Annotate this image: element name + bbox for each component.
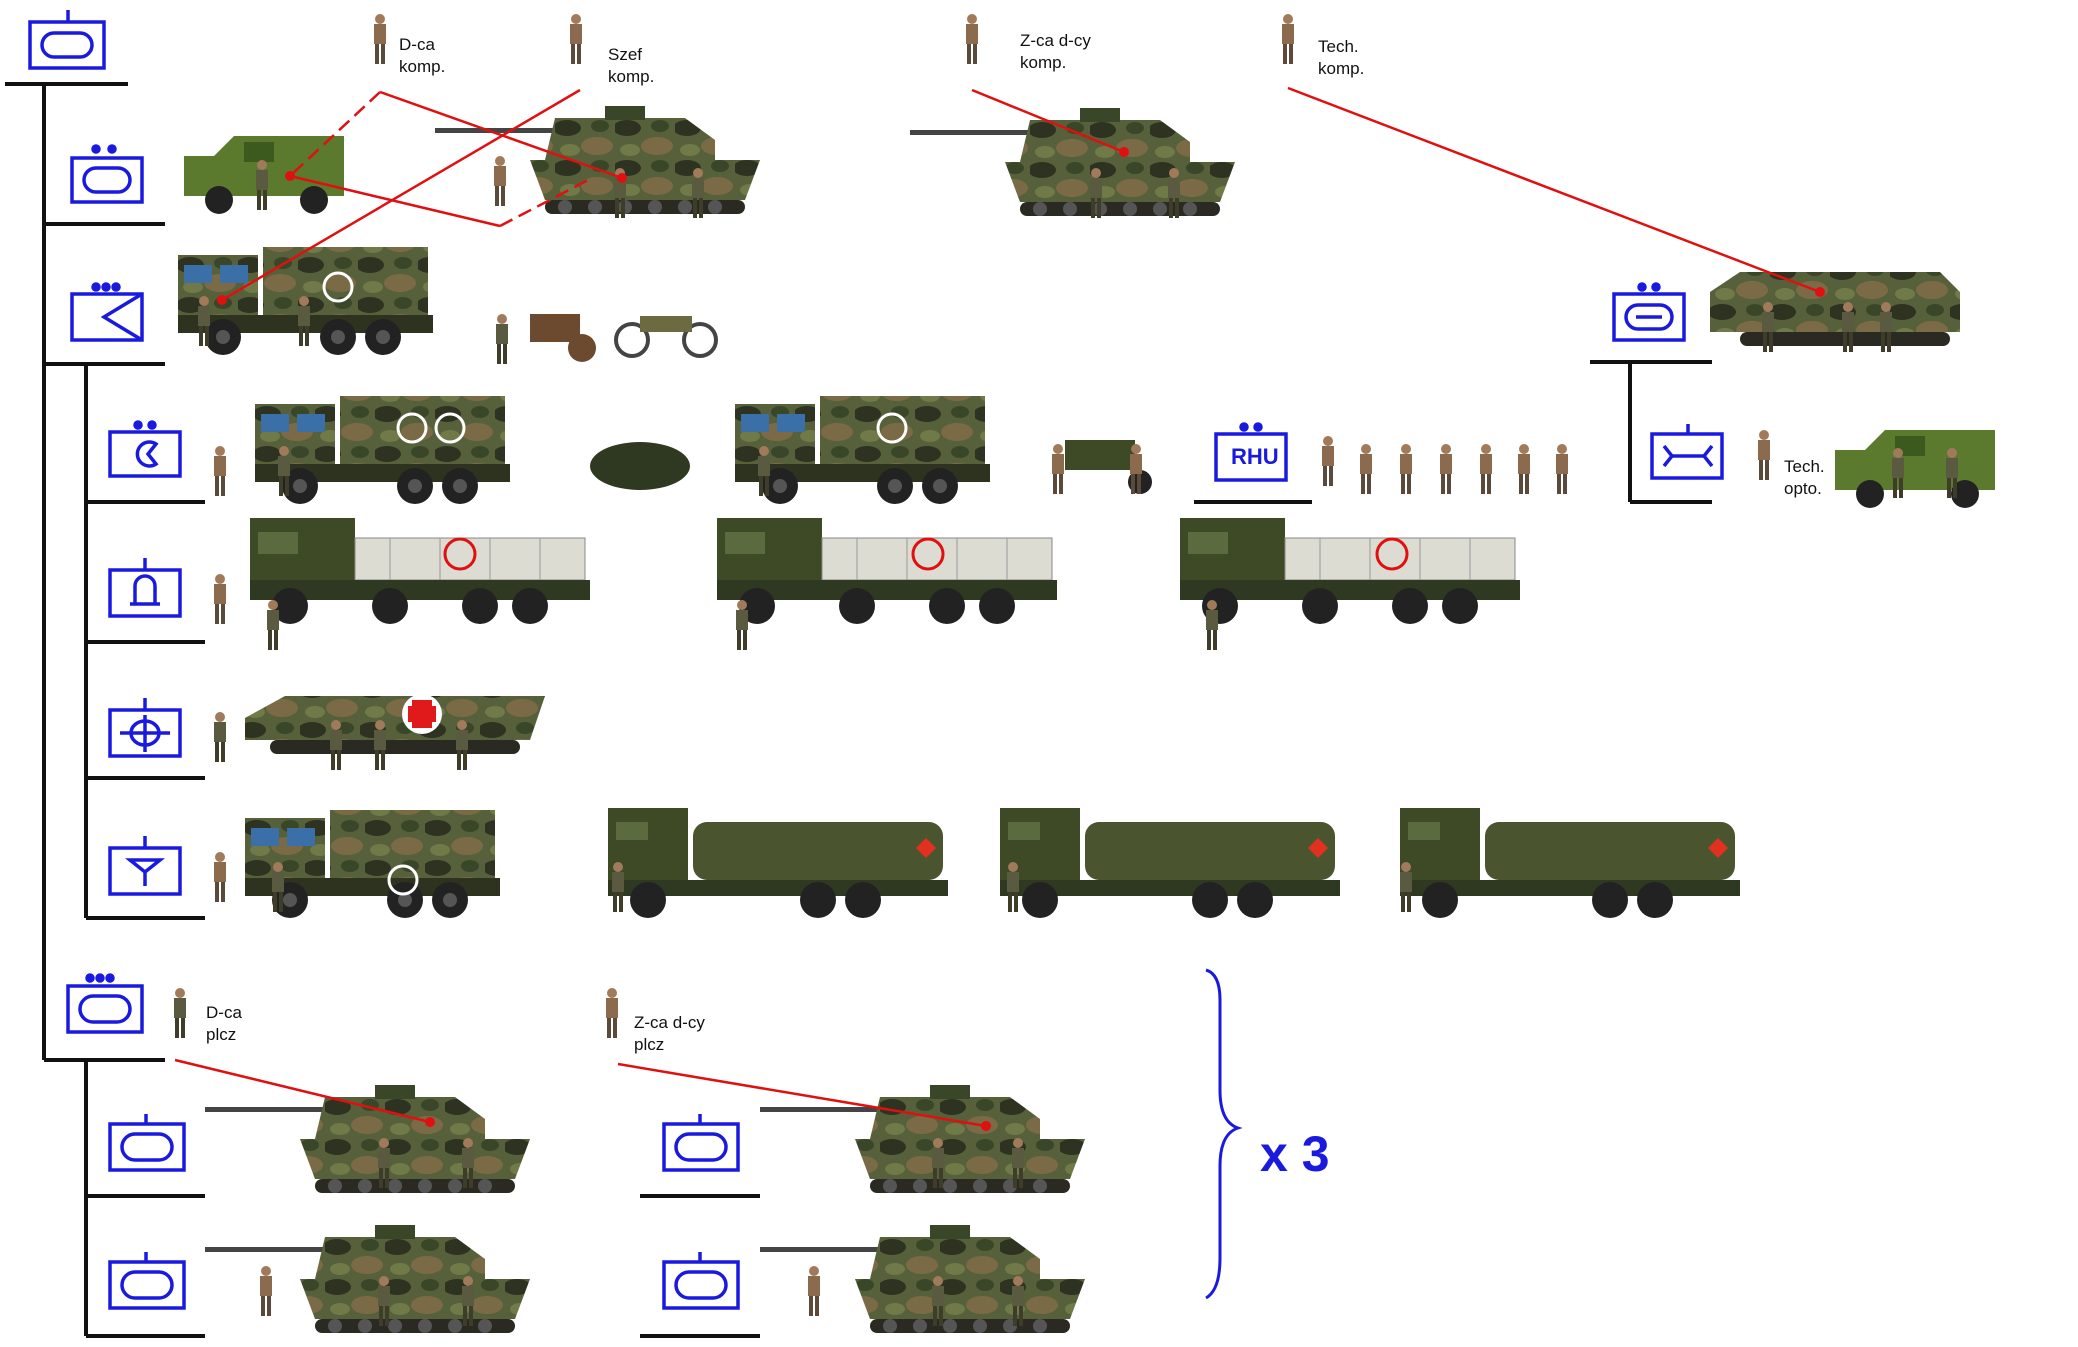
- rhu-group-symbol: [1214, 422, 1288, 482]
- tank-symbol: [662, 1114, 740, 1172]
- command-section-symbol: [70, 144, 144, 204]
- optics-technician-symbol: [1650, 424, 1724, 480]
- multiplier-label: x 3: [1260, 1126, 1330, 1182]
- company-hq-symbol: [28, 10, 106, 70]
- fuel-group-symbol: [108, 836, 182, 896]
- tank-symbol: [108, 1114, 186, 1172]
- label-optics-technician: Tech. opto.: [1784, 457, 1825, 498]
- medical-group-symbol: [108, 698, 182, 758]
- label-company-commander: D-ca komp.: [399, 35, 446, 76]
- support-platoon-symbol: [70, 282, 144, 342]
- maintenance-group-symbol: [108, 420, 182, 478]
- supply-group-symbol: [108, 558, 182, 618]
- label-deputy-commander: Z-ca d-cy komp.: [1020, 31, 1091, 72]
- recovery-group-symbol: [1612, 282, 1686, 342]
- multiplier-brace: [1205, 968, 1243, 1300]
- label-company-sergeant: Szef komp.: [608, 45, 655, 86]
- label-company-technician: Tech. komp.: [1318, 37, 1365, 78]
- tank-symbol: [108, 1252, 186, 1310]
- label-platoon-leader: D-ca plcz: [206, 1003, 242, 1044]
- tank-platoon-symbol: [66, 973, 144, 1034]
- tank-symbol: [662, 1252, 740, 1310]
- rhu-label: RHU: [1231, 444, 1279, 469]
- label-platoon-deputy: Z-ca d-cy plcz: [634, 1013, 705, 1054]
